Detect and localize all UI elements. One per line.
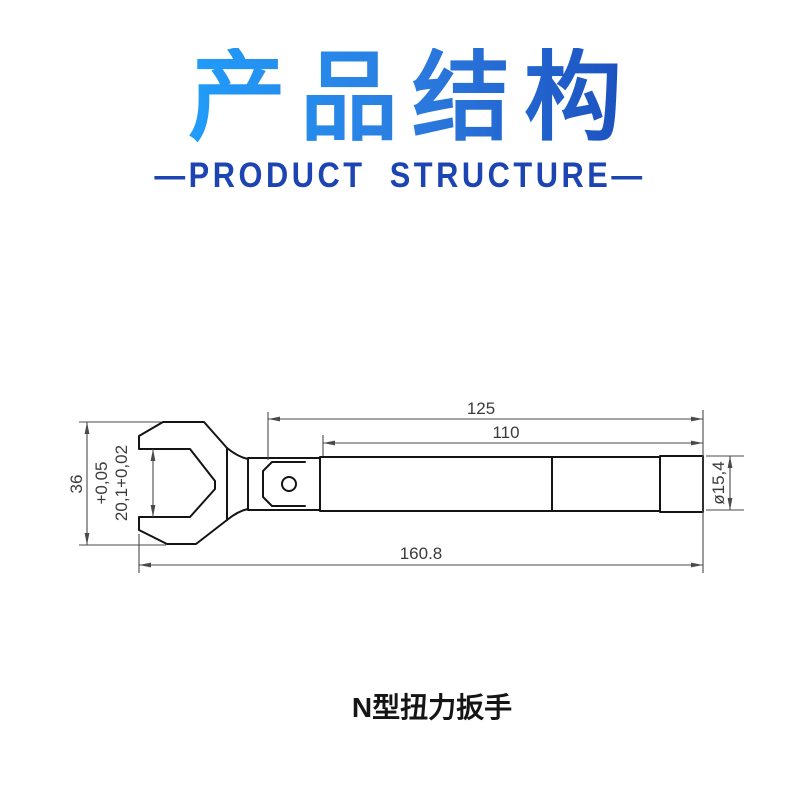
dimension-160-8: 160.8: [138, 410, 704, 573]
dim-label-160-8: 160.8: [400, 544, 443, 563]
dimension-jaw-opening: +0,05 20,1+0,02: [92, 445, 156, 521]
wrench-shaft-outline: [319, 456, 661, 512]
wrench-head-outline: [138, 421, 249, 545]
page-subtitle: —PRODUCT STRUCTURE—: [154, 155, 646, 195]
page-title: 产品结构: [164, 47, 636, 148]
dim-label-125: 125: [467, 399, 495, 418]
dimension-125: 125: [267, 399, 703, 460]
dimension-diameter: ø15,4: [706, 455, 744, 511]
dim-label-jaw-opening: 20,1+0,02: [112, 445, 131, 521]
dim-label-36: 36: [67, 475, 86, 494]
wrench-endcap-outline: [659, 455, 704, 513]
header: 产品结构 —PRODUCT STRUCTURE—: [0, 47, 800, 195]
dim-label-jaw-tolerance: +0,05: [92, 461, 111, 504]
dimension-36: 36: [67, 421, 166, 546]
dimension-110: 110: [322, 423, 703, 456]
dim-label-110: 110: [492, 423, 519, 442]
product-caption: N型扭力扳手: [351, 692, 513, 723]
dim-label-diameter: ø15,4: [709, 461, 728, 504]
pivot-hole: [281, 476, 297, 492]
wrench-pin-block-outline: [262, 461, 306, 507]
wrench-outline: [138, 421, 704, 545]
wrench-technical-drawing: 125 110 160.8 36 +0,05 20,1+0,02: [67, 399, 744, 573]
wrench-clevis-outline: [247, 457, 321, 511]
